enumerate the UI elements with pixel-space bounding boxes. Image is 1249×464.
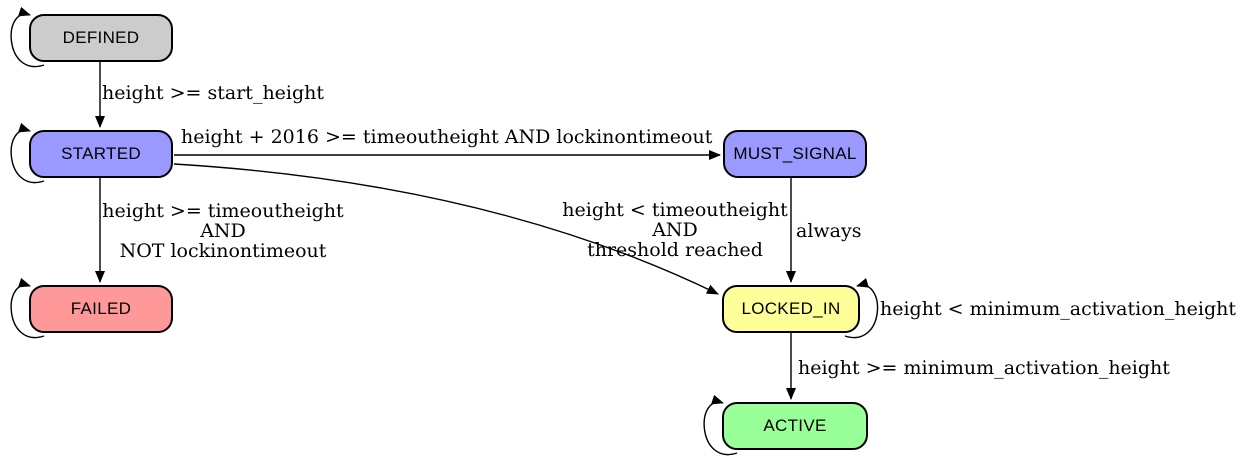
state-label-locked-in: LOCKED_IN: [741, 299, 841, 318]
state-label-failed: FAILED: [70, 299, 132, 318]
edge-active-self-loop: [703, 394, 738, 456]
edge-label-locked-in-self: height < minimum_activation_height: [880, 298, 1236, 320]
edge-label-started-to-failed: height >= timeoutheight AND NOT lockinon…: [102, 200, 344, 262]
state-node-must-signal: MUST_SIGNAL: [723, 130, 867, 178]
state-node-defined: DEFINED: [29, 14, 173, 62]
state-label-must-signal: MUST_SIGNAL: [733, 144, 857, 163]
edge-failed-self-loop: [10, 277, 45, 339]
state-node-locked-in: LOCKED_IN: [722, 285, 860, 333]
edge-label-started-to-locked-in: height < timeoutheight AND threshold rea…: [562, 199, 788, 261]
state-label-defined: DEFINED: [62, 28, 140, 47]
state-node-failed: FAILED: [29, 285, 173, 333]
state-label-started: STARTED: [61, 144, 141, 163]
edge-label-locked-in-to-active: height >= minimum_activation_height: [798, 357, 1170, 379]
edge-defined-self-loop: [10, 6, 45, 68]
edge-started-self-loop: [10, 122, 45, 184]
edge-label-defined-to-started: height >= start_height: [102, 82, 325, 104]
edge-locked-in-self-loop: [844, 278, 879, 339]
edge-started-to-locked-in: [173, 163, 719, 295]
edge-label-must-signal-to-locked-in: always: [796, 220, 862, 242]
state-node-started: STARTED: [29, 130, 173, 178]
state-node-active: ACTIVE: [722, 402, 868, 450]
state-label-active: ACTIVE: [763, 416, 827, 435]
edge-label-started-to-must-signal: height + 2016 >= timeoutheight AND locki…: [181, 126, 713, 148]
